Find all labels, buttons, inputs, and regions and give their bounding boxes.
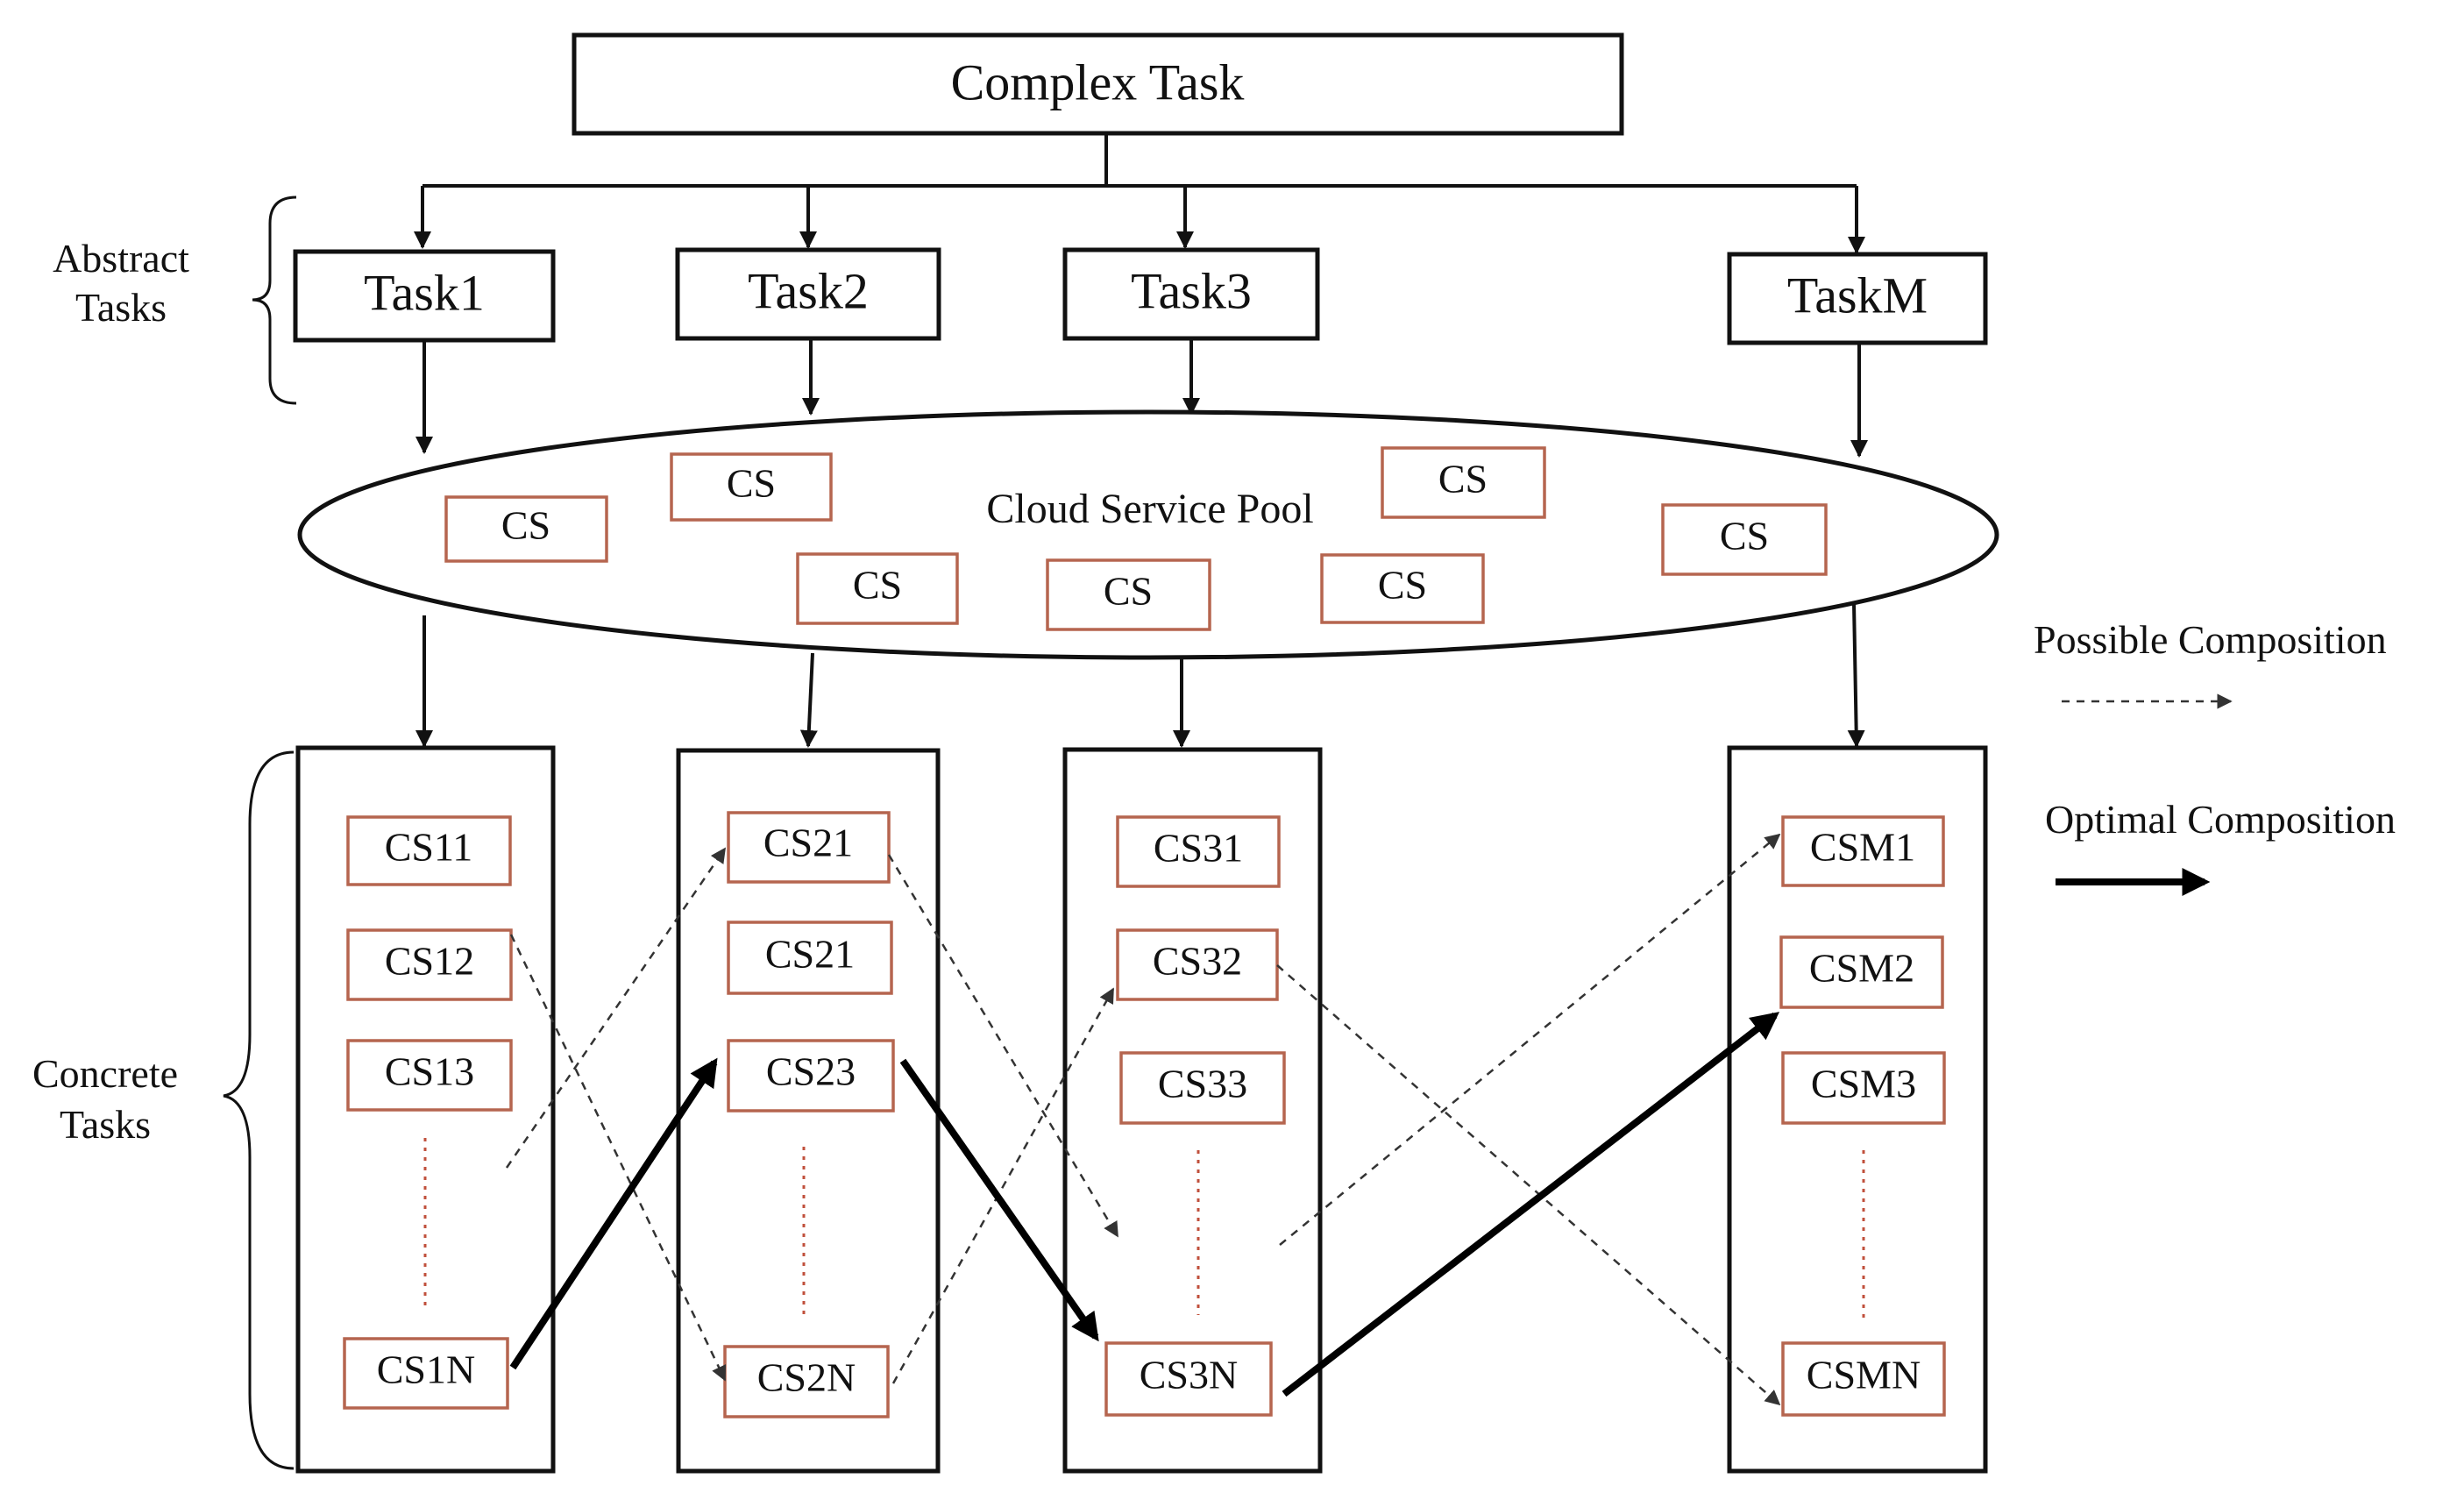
pool-label: Cloud Service Pool [986,486,1313,532]
svg-text:CS33: CS33 [1158,1062,1247,1106]
legend: Possible Composition Optimal Composition [2034,617,2396,896]
svg-text:CS2N: CS2N [757,1355,856,1400]
service-cs33: CS33 [1119,1051,1286,1125]
service-cs13: CS13 [346,1039,513,1112]
svg-text:CS: CS [853,563,902,608]
svg-text:CS: CS [727,461,776,506]
optimal-arrow [509,1057,718,1370]
optimal-arrow [1282,1012,1780,1397]
service-csm3: CSM3 [1781,1051,1946,1125]
service-cs11: CS11 [346,815,512,886]
service-cs21: CS21 [727,811,891,884]
complex-task-node: Complex Task [572,32,1624,136]
optimal-arrow [899,1058,1099,1342]
task-node-m: TaskM [1727,252,1988,345]
svg-text:CS: CS [1720,514,1769,558]
concrete-column-3 [1062,747,1323,1474]
pool-service: CS [796,552,959,625]
legend-optimal-label: Optimal Composition [2045,797,2396,842]
service-csm1: CSM1 [1781,815,1945,887]
svg-text:CS32: CS32 [1153,939,1242,984]
service-csm2: CSM2 [1779,935,1944,1009]
service-cs31: CS31 [1116,815,1281,888]
task-node-2: Task2 [675,247,941,341]
possible-composition-arrows [505,833,1781,1406]
possible-arrow [1279,833,1781,1246]
possible-arrow [505,847,727,1169]
abstract-label-line2: Tasks [75,285,167,330]
possible-arrow [891,987,1115,1384]
service-cs32: CS32 [1116,928,1279,1001]
pool-service: CS [444,495,608,563]
svg-text:CS11: CS11 [385,825,473,870]
svg-text:CS: CS [1104,569,1153,614]
pool-service: CS [1381,446,1546,519]
concrete-label-line2: Tasks [60,1102,151,1147]
svg-text:CS: CS [501,503,550,548]
optimal-composition-arrows [509,1012,1780,1397]
svg-text:CS: CS [1438,457,1488,501]
complex-task-label: Complex Task [951,53,1245,110]
svg-text:CSM2: CSM2 [1809,946,1914,991]
pool-service: CS [1046,558,1211,631]
task-node-1: Task1 [293,249,556,343]
svg-text:CS23: CS23 [766,1049,856,1094]
svg-text:CS21: CS21 [763,821,853,865]
root-to-tasks-connectors [414,133,1865,254]
task-label-1: Task1 [364,264,485,321]
possible-arrow [887,854,1119,1238]
concrete-column-m [1727,745,1988,1474]
legend-possible-label: Possible Composition [2034,617,2387,662]
possible-arrow [1276,964,1781,1406]
cloud-service-pool: Cloud Service Pool CS CS CS CS CS CS CS [297,409,1999,660]
abstract-label-line1: Abstract [53,236,189,281]
svg-text:CSM1: CSM1 [1810,825,1915,870]
svg-text:CS1N: CS1N [377,1347,475,1392]
pool-service: CS [1320,553,1485,624]
service-csmn: CSMN [1781,1341,1946,1417]
task-label-2: Task2 [748,262,869,319]
service-cs2n: CS2N [723,1345,890,1418]
abstract-brace [252,195,297,405]
task-to-pool-arrows [415,338,1868,458]
concrete-label-line1: Concrete [32,1051,178,1096]
svg-text:CSMN: CSMN [1807,1353,1921,1397]
svg-text:CS13: CS13 [385,1049,474,1094]
pool-to-columns-arrows [415,602,1865,748]
possible-arrow [509,934,727,1382]
service-cs12: CS12 [346,928,513,1001]
pool-service: CS [1661,503,1828,576]
svg-text:CS: CS [1378,563,1427,608]
pool-service: CS [670,452,833,522]
svg-text:CS31: CS31 [1154,826,1243,871]
svg-text:CSM3: CSM3 [1811,1062,1916,1106]
service-cs21-b: CS21 [727,921,893,995]
concrete-column-1 [295,745,556,1474]
concrete-tasks-annotation: Concrete Tasks [32,750,295,1470]
svg-text:CS21: CS21 [765,932,855,977]
task-label-m: TaskM [1787,267,1928,323]
task-label-3: Task3 [1131,262,1252,319]
task-node-3: Task3 [1062,247,1320,341]
service-cs3n: CS3N [1104,1341,1273,1417]
svg-text:CS12: CS12 [385,939,474,984]
concrete-brace [223,750,295,1470]
service-cs23: CS23 [727,1039,895,1113]
abstract-tasks-annotation: Abstract Tasks [53,195,297,405]
service-cs1n: CS1N [343,1337,509,1410]
svg-text:CS3N: CS3N [1140,1353,1238,1397]
